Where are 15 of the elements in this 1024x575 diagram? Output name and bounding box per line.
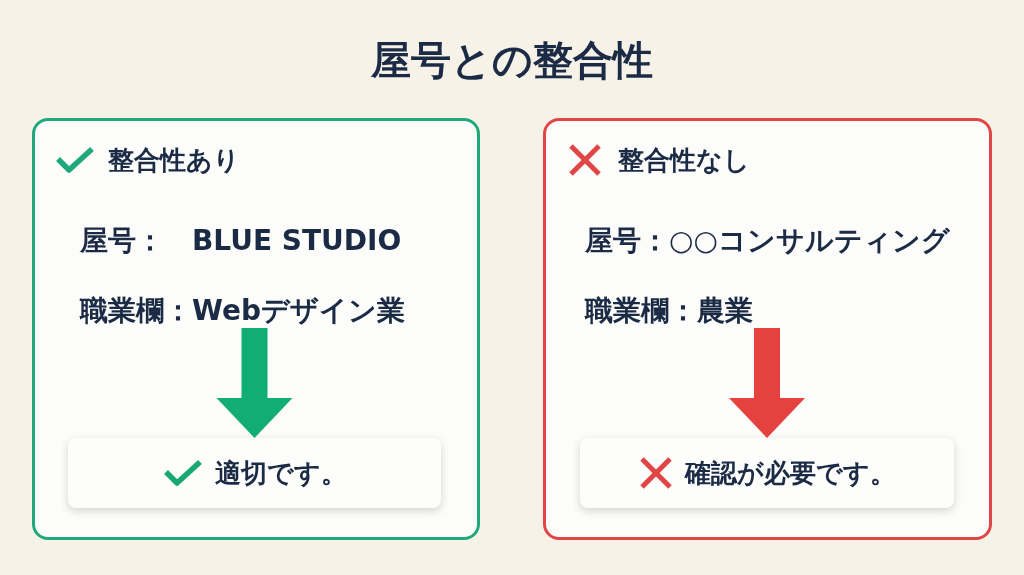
arrow	[729, 328, 805, 438]
info-text: 屋号：○○コンサルティング	[585, 224, 950, 258]
arrow	[216, 328, 293, 438]
info-text: 屋号： BLUE STUDIO	[80, 224, 402, 258]
result-text: 確認が必要です。	[684, 457, 896, 489]
panel	[543, 118, 992, 540]
info-text: 職業欄：Webデザイン業	[80, 294, 405, 328]
result-text: 適切です。	[214, 457, 347, 489]
info-text: 職業欄：農業	[585, 294, 753, 328]
panel-heading: 整合性あり	[108, 144, 240, 176]
panel	[32, 118, 480, 540]
result-box	[580, 438, 954, 508]
panel-heading: 整合性なし	[618, 144, 750, 176]
title: 屋号との整合性	[371, 36, 653, 84]
result-box	[68, 438, 441, 508]
